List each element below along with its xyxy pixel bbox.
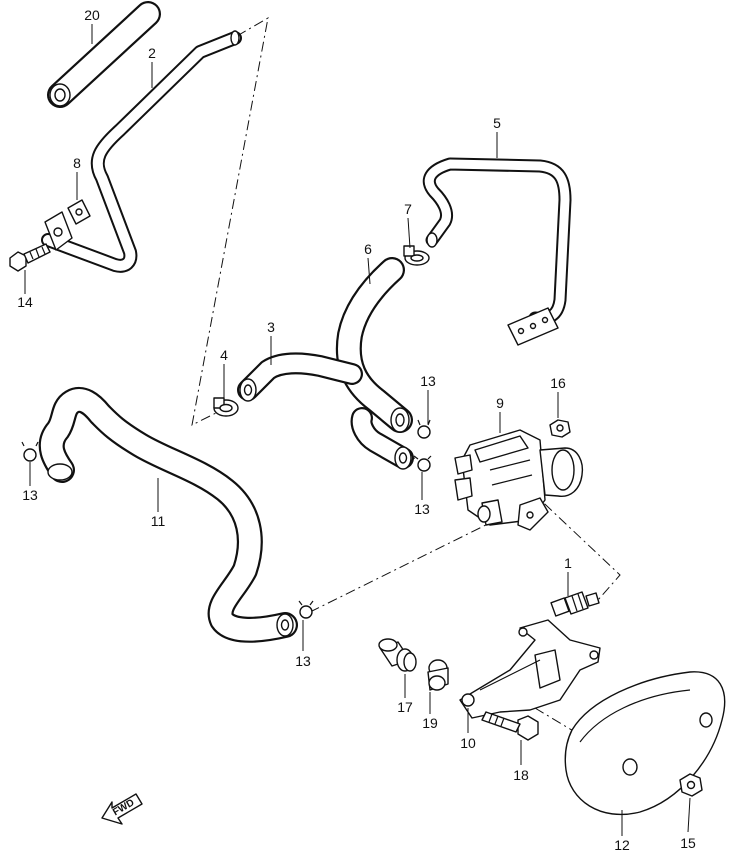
part-6-lower-stub [350, 407, 414, 470]
part-16-nut [549, 419, 571, 438]
part-9-air-valve [454, 429, 584, 531]
part-5-air-pipe [422, 157, 572, 346]
callout-13-upper: 13 [420, 373, 436, 389]
callout-7: 7 [404, 201, 412, 217]
callout-16: 16 [550, 375, 566, 391]
callout-12: 12 [614, 837, 630, 853]
callout-17: 17 [397, 699, 413, 715]
callout-19: 19 [422, 715, 438, 731]
callout-5: 5 [493, 115, 501, 131]
callout-1: 1 [564, 555, 572, 571]
part-12-cover [564, 671, 726, 816]
part-13-clip-lower [413, 455, 432, 472]
part-11-long-hose [38, 387, 298, 643]
callout-14: 14 [17, 294, 33, 310]
callout-13-lower: 13 [414, 501, 430, 517]
part-10-bracket [459, 619, 601, 719]
part-7-clamp [403, 245, 430, 266]
callout-13-bottom: 13 [295, 653, 311, 669]
part-13-clip-bottom [298, 600, 314, 619]
part-19-grommet [427, 659, 449, 691]
callout-6: 6 [364, 241, 372, 257]
part-2-bent-pipe [41, 30, 242, 273]
part-3-short-hose [237, 352, 363, 402]
callout-4: 4 [220, 347, 228, 363]
part-14-bolt [9, 243, 51, 272]
part-13-clip-left [21, 441, 39, 462]
callout-2: 2 [148, 45, 156, 61]
part-17-collar [378, 638, 417, 672]
part-13-clip-upper [417, 419, 431, 439]
callouts: 20 2 8 14 5 7 6 3 4 13 16 9 13 13 11 1 1… [17, 7, 696, 853]
part-6-curved-hose [335, 257, 413, 433]
callout-10: 10 [460, 735, 476, 751]
callout-20: 20 [84, 7, 100, 23]
callout-leaders [24, 24, 691, 836]
part-8-grommet [67, 199, 91, 225]
callout-13-left: 13 [22, 487, 38, 503]
callout-8: 8 [73, 155, 81, 171]
part-18-bolt [481, 711, 539, 741]
callout-18: 18 [513, 767, 529, 783]
part-20-short-hose [47, 1, 161, 108]
forward-arrow-icon: FWD [101, 793, 143, 825]
part-15-nut [679, 773, 703, 797]
callout-11: 11 [151, 513, 166, 529]
callout-3: 3 [267, 319, 275, 335]
callout-15: 15 [680, 835, 696, 851]
callout-9: 9 [496, 395, 504, 411]
part-1-fitting [550, 591, 600, 617]
part-4-clamp [213, 397, 239, 417]
